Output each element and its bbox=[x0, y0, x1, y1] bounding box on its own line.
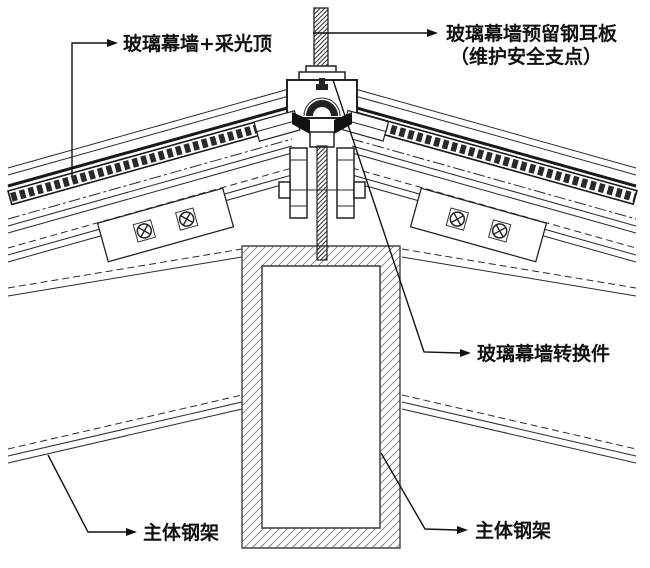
bracket-plate-left bbox=[96, 187, 235, 263]
label-steel-frame-left: 主体钢架 bbox=[143, 521, 219, 544]
annotation-converter: 玻璃幕墙转换件 bbox=[332, 79, 610, 365]
annotation-steel-frame-left: 主体钢架 bbox=[47, 454, 219, 544]
arrow-icon bbox=[107, 39, 118, 47]
nut-icon bbox=[353, 181, 366, 199]
label-converter: 玻璃幕墙转换件 bbox=[477, 342, 610, 365]
label-glass-skylight: 玻璃幕墙+采光顶 bbox=[123, 32, 272, 55]
side-bracket-left bbox=[289, 147, 308, 219]
arrow-icon bbox=[457, 526, 468, 534]
annotation-steel-frame-right: 主体钢架 bbox=[380, 452, 551, 542]
glass-panel-left bbox=[7, 86, 299, 188]
label-steel-frame-right: 主体钢架 bbox=[475, 519, 551, 542]
connector-block bbox=[309, 131, 335, 148]
cap-bolt bbox=[316, 84, 328, 90]
conversion-plate bbox=[316, 145, 328, 261]
steel-chord-left bbox=[7, 394, 243, 464]
arrow-icon bbox=[460, 349, 471, 357]
glass-panel-right bbox=[345, 86, 637, 188]
gasket-left bbox=[292, 112, 310, 134]
annotation-ear-plate: 玻璃幕墙预留钢耳板 （维护安全支点） bbox=[313, 22, 618, 68]
nut-icon bbox=[278, 181, 291, 199]
bracket-plate-right bbox=[409, 187, 548, 263]
bolt-icon bbox=[445, 207, 470, 231]
cap-bolt bbox=[319, 78, 325, 85]
dome-gasket bbox=[306, 100, 338, 116]
bolt-icon bbox=[174, 207, 199, 231]
steel-ear-plate bbox=[313, 7, 329, 69]
gasket-right bbox=[334, 112, 352, 134]
right-roof-slope bbox=[343, 86, 638, 464]
profile-stub-right bbox=[341, 109, 390, 142]
label-ear-plate-line2: （维护安全支点） bbox=[450, 45, 602, 68]
bolt-icon bbox=[487, 219, 512, 243]
annotation-glass-skylight: 玻璃幕墙+采光顶 bbox=[71, 32, 272, 176]
arrow-icon bbox=[126, 528, 137, 536]
arrow-icon bbox=[427, 29, 438, 37]
profile-stub-left bbox=[253, 109, 301, 143]
ridge-node-assembly bbox=[253, 7, 390, 261]
bolt-icon bbox=[132, 219, 157, 243]
label-ear-plate-line1: 玻璃幕墙预留钢耳板 bbox=[446, 22, 618, 45]
frame-lines-right bbox=[351, 138, 637, 297]
left-roof-slope bbox=[7, 86, 302, 464]
side-bracket-right bbox=[336, 147, 355, 219]
steel-chord-right bbox=[401, 394, 637, 464]
main-steel-beam bbox=[241, 245, 401, 549]
